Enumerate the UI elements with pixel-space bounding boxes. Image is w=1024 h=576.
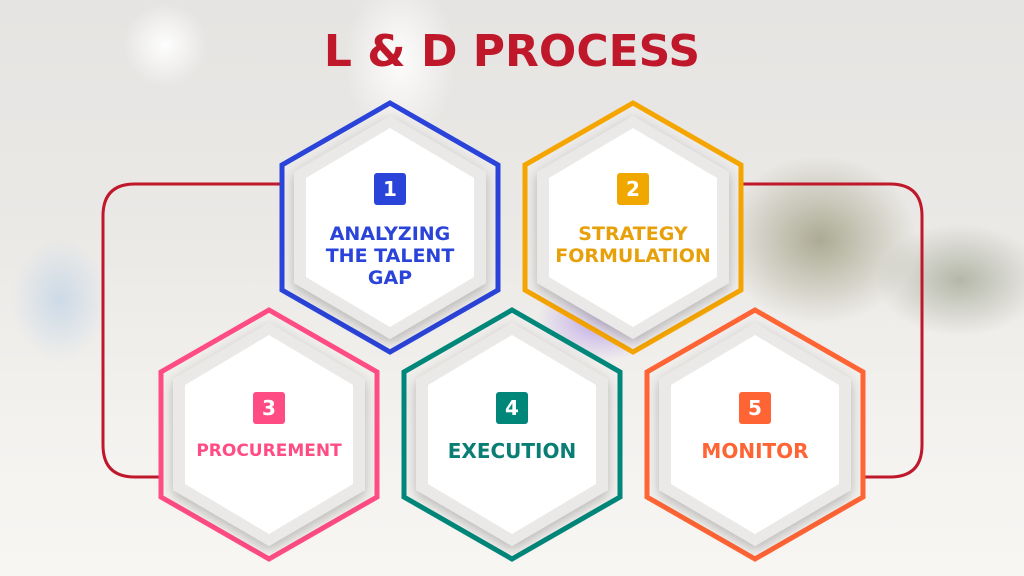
hex-step-1 bbox=[279, 100, 501, 355]
step-number-badge: 4 bbox=[496, 392, 528, 424]
step-label: ANALYZING THE TALENT GAP bbox=[325, 223, 455, 289]
connector-loop-right bbox=[743, 182, 924, 479]
hex-step-5 bbox=[644, 307, 866, 562]
step-1: 1 ANALYZING THE TALENT GAP bbox=[300, 173, 480, 289]
hex-step-3 bbox=[158, 307, 380, 562]
step-label: PROCUREMENT bbox=[196, 441, 342, 461]
step-number-badge: 2 bbox=[617, 173, 649, 205]
step-3: 3 PROCUREMENT bbox=[179, 392, 359, 462]
step-label: STRATEGY FORMULATION bbox=[555, 223, 711, 267]
step-number-badge: 3 bbox=[253, 392, 285, 424]
step-2: 2 STRATEGY FORMULATION bbox=[543, 173, 723, 267]
page-title: L & D PROCESS bbox=[323, 26, 701, 77]
hex-step-4 bbox=[401, 307, 623, 562]
step-number-badge: 5 bbox=[739, 392, 771, 424]
step-4: 4 EXECUTION bbox=[422, 392, 602, 462]
hex-step-2 bbox=[522, 100, 744, 355]
step-label: EXECUTION bbox=[447, 439, 577, 463]
step-number-badge: 1 bbox=[374, 173, 406, 205]
connector-loop-left bbox=[101, 182, 280, 479]
step-5: 5 MONITOR bbox=[665, 392, 845, 462]
step-label: MONITOR bbox=[701, 439, 809, 463]
